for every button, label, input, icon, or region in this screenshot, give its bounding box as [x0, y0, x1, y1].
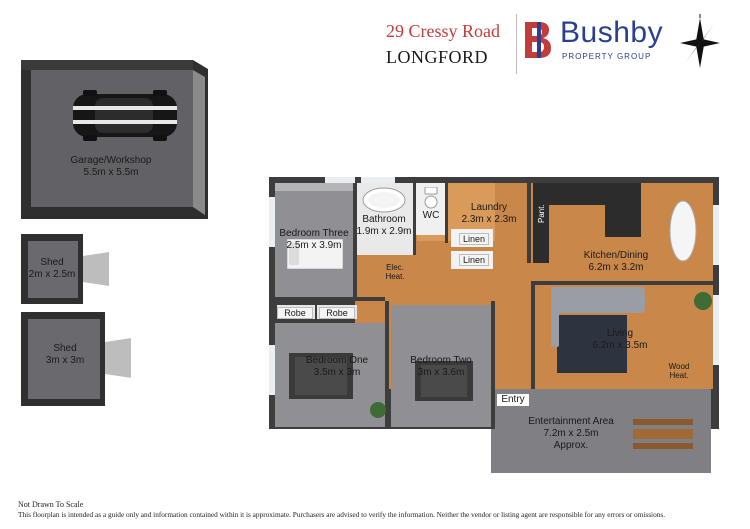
footer-note: Not Drawn To Scale: [18, 500, 84, 509]
living-dims: 6.2m x 3.5m: [592, 340, 648, 351]
bedroom-two-label: Bedroom Two 3m x 3.6m: [391, 355, 491, 379]
plant-icon: [369, 401, 387, 419]
wood-heat-line1: Wood: [668, 362, 690, 371]
plant-icon: [693, 291, 713, 311]
shed-one: Shed 2m x 2.5m: [21, 230, 111, 304]
bedroom-three-label: Bedroom Three 2.5m x 3.9m: [275, 228, 353, 252]
wood-heat-label: Wood Heat.: [663, 362, 695, 380]
bedroom-one-dims: 3.5m x 3m: [313, 367, 361, 378]
kitchen-dining-dims: 6.2m x 3.2m: [588, 262, 644, 273]
garage-workshop: Garage/Workshop 5.5m x 5.5m: [21, 55, 208, 219]
shed-two-dims: 3m x 3m: [45, 355, 85, 366]
toilet-icon: [424, 186, 438, 209]
laundry-label: Laundry 2.3m x 2.3m: [453, 202, 525, 226]
living-name: Living: [606, 328, 634, 339]
wood-heat-line2: Heat.: [669, 371, 689, 380]
shed-two: Shed 3m x 3m: [21, 312, 133, 406]
car-icon: [69, 88, 181, 143]
entry-label: Entry: [497, 394, 529, 406]
shed-one-dims: 2m x 2.5m: [28, 269, 76, 280]
robe-label: Robe: [319, 307, 355, 319]
laundry-dims: 2.3m x 2.3m: [461, 214, 517, 225]
kitchen-dining-label: Kitchen/Dining 6.2m x 3.2m: [571, 250, 661, 274]
picnic-table-icon: [633, 415, 693, 451]
bathroom-name: Bathroom: [362, 214, 406, 225]
entertainment-area-label: Entertainment Area 7.2m x 2.5m Approx.: [511, 416, 631, 452]
bedroom-three-name: Bedroom Three: [279, 228, 349, 239]
linen-label: Linen: [459, 254, 489, 266]
garage-dims: 5.5m x 5.5m: [83, 167, 139, 178]
pantry-label: Pant.: [537, 204, 546, 223]
shed-two-name: Shed: [53, 343, 77, 354]
brand-tagline: PROPERTY GROUP: [562, 52, 652, 61]
shed-two-label: Shed 3m x 3m: [29, 343, 101, 367]
garage-label: Garage/Workshop 5.5m x 5.5m: [61, 155, 161, 179]
bedroom-two-dims: 3m x 3.6m: [417, 367, 465, 378]
kitchen-dining-name: Kitchen/Dining: [583, 250, 649, 261]
compass-icon: [676, 14, 724, 72]
elec-heat-line1: Elec.: [386, 263, 404, 272]
entertainment-area-name: Entertainment Area: [528, 416, 614, 427]
linen-label: Linen: [459, 233, 489, 245]
shed-one-label: Shed 2m x 2.5m: [21, 257, 83, 281]
footer-disclaimer: This floorplan is intended as a guide on…: [18, 510, 666, 519]
bed-icon: [415, 361, 473, 401]
bedroom-one-name: Bedroom One: [305, 355, 369, 366]
entertainment-area-dims: 7.2m x 2.5m: [543, 428, 599, 439]
brand-name: Bushby: [560, 16, 664, 49]
garage-name: Garage/Workshop: [70, 155, 152, 166]
wc-label: WC: [422, 210, 440, 221]
bathroom-label: Bathroom 1.9m x 2.9m: [355, 214, 413, 238]
entertainment-area-note: Approx.: [553, 440, 589, 451]
house-floorplan: Bedroom Three 2.5m x 3.9m Bathroom 1.9m …: [265, 175, 725, 475]
address-line1: 29 Cressy Road: [386, 21, 500, 41]
dining-table-icon: [665, 199, 701, 263]
header-divider: [516, 14, 517, 74]
shed-one-name: Shed: [40, 257, 64, 268]
robe-label: Robe: [277, 307, 313, 319]
elec-heat-line2: Heat.: [385, 272, 405, 281]
bathroom-dims: 1.9m x 2.9m: [356, 226, 412, 237]
bedroom-three-dims: 2.5m x 3.9m: [286, 240, 342, 251]
bed-icon: [289, 353, 353, 399]
bedroom-two-name: Bedroom Two: [410, 355, 472, 366]
bedroom-one-label: Bedroom One 3.5m x 3m: [287, 355, 387, 379]
bathtub-icon: [362, 187, 406, 213]
address-line2: LONGFORD: [386, 47, 489, 67]
laundry-name: Laundry: [470, 202, 508, 213]
header: 29 Cressy Road LONGFORD Bushby PROPERTY …: [380, 12, 740, 76]
elec-heat-label: Elec. Heat.: [377, 263, 413, 281]
bushby-logo-icon: [523, 20, 557, 60]
living-label: Living 6.2m x 3.5m: [585, 328, 655, 352]
